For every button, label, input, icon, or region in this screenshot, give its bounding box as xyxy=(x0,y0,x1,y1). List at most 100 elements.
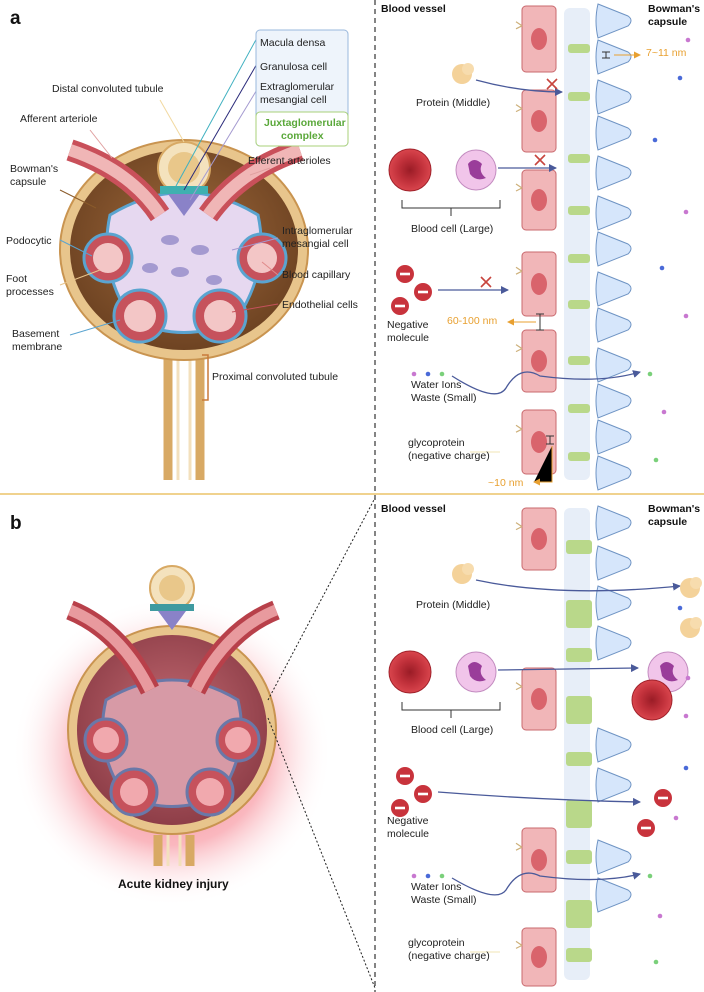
glycocalyx xyxy=(515,522,523,531)
label-negative-a-2: molecule xyxy=(387,332,429,344)
panel-a-label: a xyxy=(10,8,21,29)
fenestra-bracket xyxy=(546,435,554,445)
red-blood-cell xyxy=(388,650,432,694)
blood-cell-bracket xyxy=(401,200,501,216)
label-water-b-2: Waste (Small) xyxy=(411,894,477,906)
glomerulus-diagram-b xyxy=(12,565,332,907)
label-basement-2: membrane xyxy=(12,341,62,353)
small-solute xyxy=(685,675,691,681)
membrane-patch xyxy=(568,154,590,163)
membrane-patch xyxy=(568,92,590,101)
label-glyco-b-1: glycoprotein xyxy=(408,937,465,949)
membrane-patch xyxy=(568,44,590,53)
small-solute xyxy=(685,37,691,43)
endothelial-nucleus xyxy=(531,431,547,453)
endothelial-nucleus xyxy=(531,273,547,295)
label-efferent: Efferent arterioles xyxy=(248,155,331,167)
red-blood-cell xyxy=(388,148,432,192)
negative-sign xyxy=(400,272,410,276)
label-intraglomerular-2: mesangial cell xyxy=(282,238,349,250)
label-pore-size: 7~11 nm xyxy=(646,47,687,59)
label-extraglomerular-2: mesangial cell xyxy=(260,94,327,106)
membrane-patch xyxy=(566,800,592,828)
small-solute xyxy=(683,313,689,319)
podocyte-foot xyxy=(595,625,632,661)
membrane-patch xyxy=(568,300,590,309)
filtration-arrow xyxy=(475,79,563,96)
glomerulus-diagram-a xyxy=(59,35,309,480)
podocyte-foot xyxy=(595,383,632,419)
panel-b-label: b xyxy=(10,513,22,534)
label-proximal-tubule: Proximal convoluted tubule xyxy=(212,371,338,383)
membrane-patch xyxy=(566,900,592,928)
label-foot-2: processes xyxy=(6,286,54,298)
podocyte-foot xyxy=(595,839,632,875)
small-solute xyxy=(653,457,659,463)
podocyte-foot xyxy=(595,727,632,763)
fenestra-pointer xyxy=(533,446,553,486)
endothelial-nucleus xyxy=(531,350,547,372)
label-blood-vessel-a: Blood vessel xyxy=(381,3,446,15)
label-bowman-b-2: capsule xyxy=(648,516,687,528)
protein-lobe xyxy=(462,563,474,575)
negative-sign xyxy=(395,806,405,810)
label-podocytic: Podocytic xyxy=(6,235,52,247)
podocyte-foot xyxy=(595,419,632,455)
blocked-cross xyxy=(480,276,492,288)
glycocalyx xyxy=(515,940,523,949)
membrane-patch xyxy=(566,752,592,766)
small-solute xyxy=(677,75,683,81)
membrane-patch xyxy=(568,452,590,461)
membrane-patch xyxy=(566,696,592,724)
label-afferent: Afferent arteriole xyxy=(20,113,98,125)
negative-sign xyxy=(418,792,428,796)
negative-sign xyxy=(658,796,668,800)
zoom-line-bottom xyxy=(267,717,376,989)
filtration-barrier-a xyxy=(388,3,691,491)
white-blood-cell-nucleus xyxy=(468,160,486,180)
label-foot-1: Foot xyxy=(6,273,27,285)
glycocalyx xyxy=(515,266,523,275)
label-granulosa-cell: Granulosa cell xyxy=(260,61,327,73)
membrane-patch xyxy=(566,540,592,554)
glycocalyx xyxy=(515,21,523,30)
red-blood-cell xyxy=(631,679,673,721)
small-solute xyxy=(683,765,689,771)
endothelial-nucleus xyxy=(531,849,547,871)
endothelial-nucleus xyxy=(531,946,547,968)
small-solute xyxy=(425,873,431,879)
pore-bracket xyxy=(602,51,610,59)
membrane-patch xyxy=(566,648,592,662)
label-water-a-2: Waste (Small) xyxy=(411,392,477,404)
podocyte-foot xyxy=(595,877,632,913)
negative-sign xyxy=(641,826,651,830)
podocyte-foot xyxy=(595,505,632,541)
label-jg-2: complex xyxy=(281,130,324,142)
protein-lobe xyxy=(690,577,702,589)
gap-bracket xyxy=(536,313,544,331)
negative-sign xyxy=(418,290,428,294)
small-solute xyxy=(653,959,659,965)
small-solute xyxy=(647,873,653,879)
glycocalyx xyxy=(515,682,523,691)
label-distal-tubule: Distal convoluted tubule xyxy=(52,83,164,95)
glycocalyx xyxy=(515,424,523,433)
endothelial-nucleus xyxy=(531,688,547,710)
membrane-patch xyxy=(568,404,590,413)
small-solute xyxy=(657,913,663,919)
small-solute xyxy=(683,713,689,719)
protein-lobe xyxy=(690,617,702,629)
label-fenestra-size: ~10 nm xyxy=(488,477,524,489)
small-solute xyxy=(677,605,683,611)
label-glyco-a-2: (negative charge) xyxy=(408,450,490,462)
label-blood-cell-a: Blood cell (Large) xyxy=(411,223,493,235)
small-solute xyxy=(411,371,417,377)
podocyte-foot xyxy=(595,155,632,191)
label-blood-vessel-b: Blood vessel xyxy=(381,503,446,515)
small-solute xyxy=(411,873,417,879)
label-blood-capillary: Blood capillary xyxy=(282,269,351,281)
negative-sign xyxy=(395,304,405,308)
label-bowman-a-2: capsule xyxy=(648,16,687,28)
label-bowman-1: Bowman's xyxy=(10,163,58,175)
